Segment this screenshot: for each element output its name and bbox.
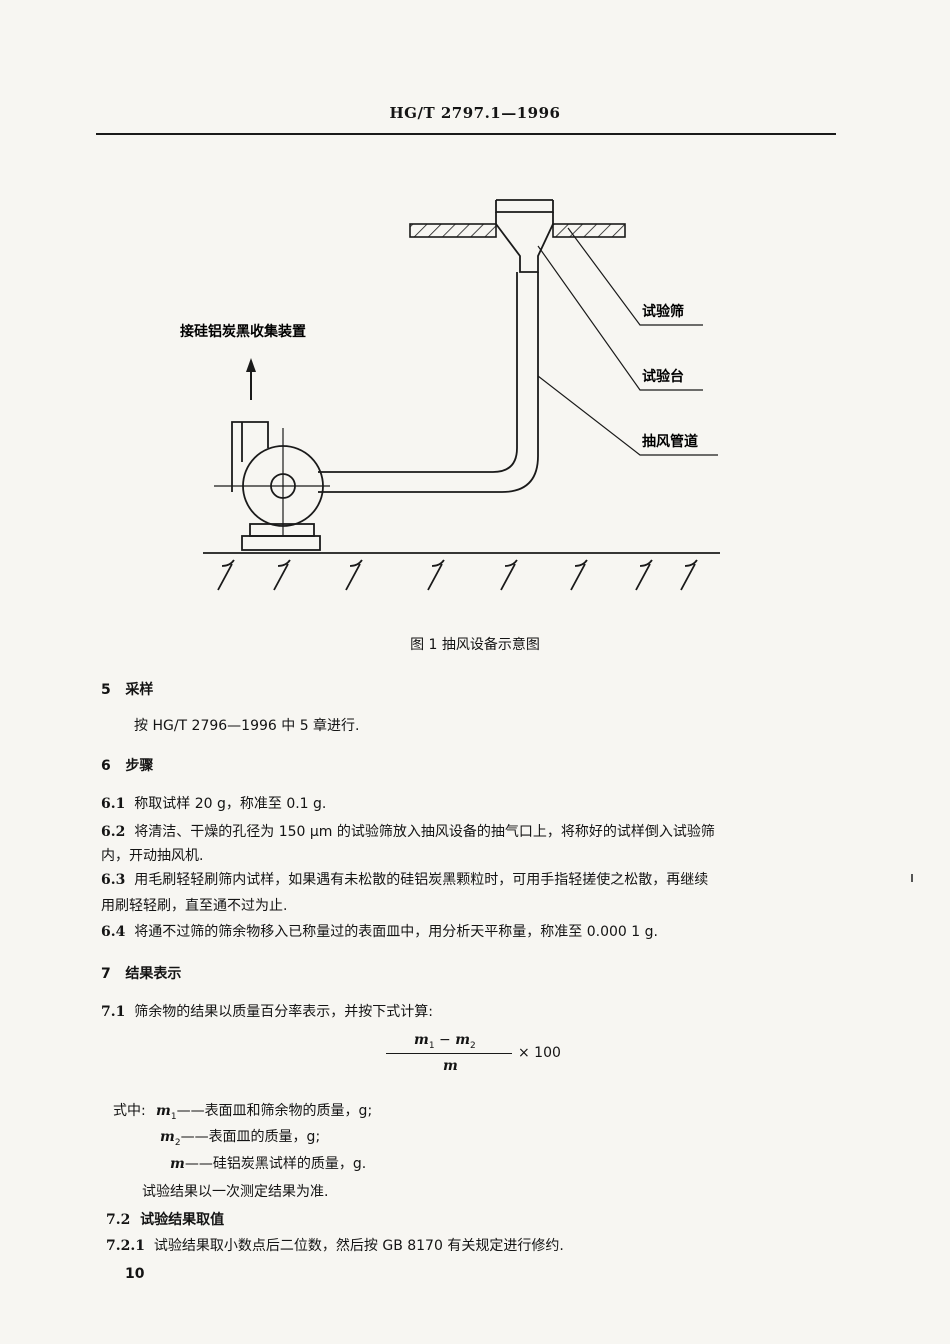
ventilation-equipment-diagram: 试验筛 试验台 抽风管道 接硅铝炭黑收集装置 [180,199,720,591]
section-title: 结果表示 [125,966,182,982]
ground [203,552,720,591]
where-label: 式中: [113,1103,146,1119]
result-note: 试验结果以一次测定结果为准. [142,1184,329,1200]
item-6-4: 6.4 将通不过筛的筛余物移入已称量过的表面皿中，用分析天平称量，称准至 0.0… [101,924,658,940]
item-7-2-heading: 7.2 试验结果取值 [106,1212,225,1228]
formula-numerator: m1 − m2 [414,1032,476,1051]
item-6-3-cont: 用刷轻轻刷，直至通不过为止. [101,898,288,914]
leader-lines [537,227,718,456]
label-outlet: 接硅铝炭黑收集装置 [180,323,306,340]
def-m1: m1——表面皿和筛余物的质量，g; [156,1103,373,1122]
section-number: 6 [101,758,111,774]
def-m: m——硅铝炭黑试样的质量，g. [170,1156,367,1172]
def-m2: m2——表面皿的质量，g; [160,1129,321,1148]
item-6-3: 6.3 用毛刷轻轻刷筛内试样，如果遇有未松散的硅铝炭黑颗粒时，可用手指轻搓使之松… [101,872,709,888]
item-7-1: 7.1 筛余物的结果以质量百分率表示，并按下式计算: [101,1004,433,1020]
test-sieve [495,199,554,273]
header-rule [96,133,836,135]
item-6-2-cont: 内，开动抽风机. [101,848,204,864]
test-platform [409,223,626,238]
arrow-up-icon [246,358,256,400]
section-7-heading: 7 结果表示 [101,963,181,983]
fraction-bar [386,1053,512,1054]
figure-caption: 图 1 抽风设备示意图 [410,637,540,653]
label-duct: 抽风管道 [642,433,698,450]
section-title: 采样 [125,682,154,698]
section-number: 7 [101,966,111,982]
label-platform: 试验台 [642,368,684,385]
item-6-2: 6.2 将清洁、干燥的孔径为 150 μm 的试验筛放入抽风设备的抽气口上，将称… [101,824,715,840]
label-sieve: 试验筛 [642,303,684,320]
section-number: 5 [101,682,111,698]
formula-denominator: m [443,1058,458,1074]
section-5-text: 按 HG/T 2796—1996 中 5 章进行. [134,718,360,734]
scan-mark [911,874,913,882]
item-6-1: 6.1 称取试样 20 g，称准至 0.1 g. [101,796,327,812]
formula-multiplier: × 100 [518,1045,561,1061]
suction-fan [214,421,330,551]
section-title: 步骤 [125,758,154,774]
section-5-heading: 5 采样 [101,679,153,699]
section-6-heading: 6 步骤 [101,755,153,775]
page-header: HG/T 2797.1—1996 [389,104,561,122]
item-7-2-1: 7.2.1 试验结果取小数点后二位数，然后按 GB 8170 有关规定进行修约. [106,1238,564,1254]
suction-duct [318,272,539,493]
page-number: 10 [125,1266,145,1282]
